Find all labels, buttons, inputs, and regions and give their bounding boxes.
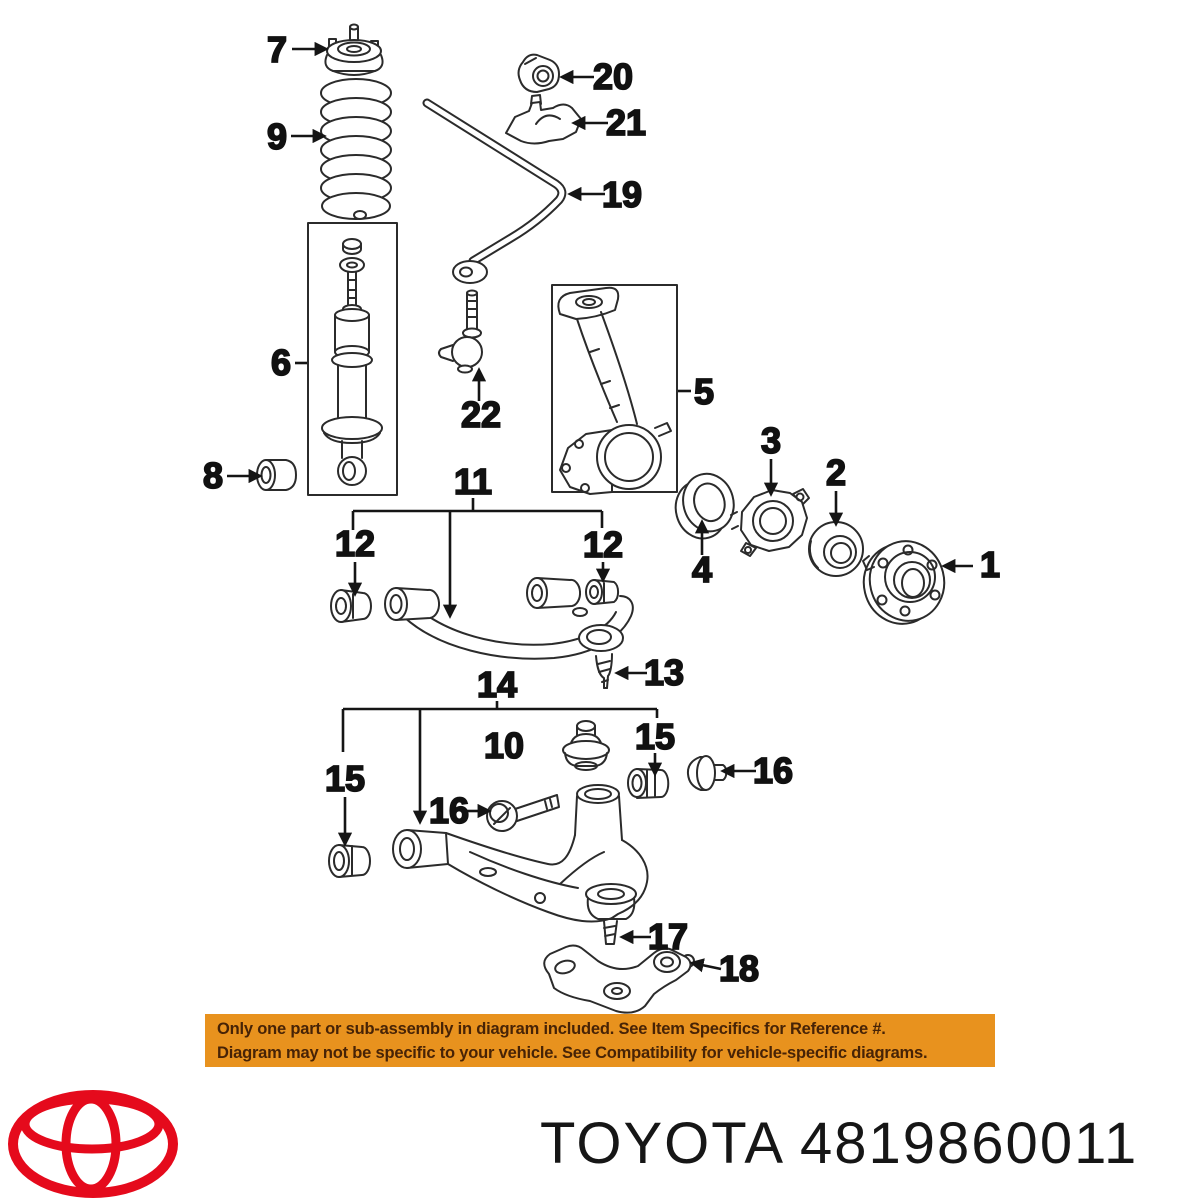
stabilizer-link-part: [438, 289, 483, 374]
callout-15-left: 15: [325, 758, 365, 799]
leader-lines: [227, 41, 973, 973]
lower-arm-bracket-part: [543, 944, 695, 1014]
part-number-text: TOYOTA 4819860011: [540, 1111, 1139, 1176]
callout-20: 20: [593, 56, 633, 97]
callout-8: 8: [203, 455, 223, 496]
upper-ball-joint-part: [595, 653, 613, 689]
coil-spring-part: [320, 78, 392, 220]
callout-16-right: 16: [753, 750, 793, 791]
stabilizer-bar-part: [422, 98, 567, 284]
bearing-part: [808, 521, 864, 577]
callout-15-right: 15: [635, 716, 675, 757]
bump-stop-part: [562, 720, 610, 771]
callout-7: 7: [267, 29, 287, 70]
callout-9: 9: [267, 116, 287, 157]
part-box-6: [307, 222, 398, 496]
callout-6: 6: [271, 342, 291, 383]
callout-22: 22: [461, 394, 501, 435]
callout-17: 17: [648, 916, 688, 957]
bushing-part-15-right: [627, 768, 670, 799]
callout-16-left: 16: [429, 790, 469, 831]
steering-knuckle-part: [557, 286, 672, 495]
callout-13: 13: [644, 652, 684, 693]
upper-control-arm-part: [384, 577, 634, 660]
callout-14: 14: [477, 664, 517, 705]
shock-absorber-part: [321, 238, 383, 486]
bushing-part-12-right: [585, 579, 620, 605]
seal-part: [674, 472, 735, 540]
callout-11: 11: [454, 461, 492, 502]
stabilizer-bracket-part: [505, 94, 582, 145]
disclaimer-banner: Only one part or sub-assembly in diagram…: [205, 1014, 995, 1067]
callout-4: 4: [692, 549, 712, 590]
callout-3: 3: [761, 420, 781, 461]
callout-10: 10: [484, 725, 524, 766]
callout-1: 1: [980, 544, 1000, 585]
strut-mount-part: [324, 23, 384, 76]
disclaimer-line-1: Only one part or sub-assembly in diagram…: [217, 1020, 886, 1038]
callout-2: 2: [826, 452, 846, 493]
callout-19: 19: [602, 174, 642, 215]
callout-21: 21: [606, 102, 646, 143]
toyota-logo-icon: [8, 1090, 178, 1198]
callout-labels: 7 9 6 8 20 21 19 22 5 3 2 4 1 11 12 12 1…: [202, 28, 1001, 990]
callout-12-right: 12: [583, 524, 623, 565]
callout-5: 5: [694, 371, 714, 412]
part-box-5: [551, 284, 678, 493]
hub-part: [862, 540, 946, 625]
bushing-part-8: [256, 459, 297, 491]
callout-18: 18: [719, 948, 759, 989]
lower-ball-joint-part: [585, 883, 637, 945]
disclaimer-line-2: Diagram may not be specific to your vehi…: [217, 1044, 928, 1062]
lower-control-arm-part: [392, 784, 649, 923]
plug-part-16: [686, 755, 728, 791]
bushing-part-12-left: [330, 589, 372, 623]
callout-12-left: 12: [335, 523, 375, 564]
bolt-part-16: [486, 794, 560, 832]
bushing-part-15-left: [328, 844, 371, 878]
stabilizer-bushing-part: [517, 53, 560, 93]
bearing-carrier-part: [730, 488, 810, 557]
